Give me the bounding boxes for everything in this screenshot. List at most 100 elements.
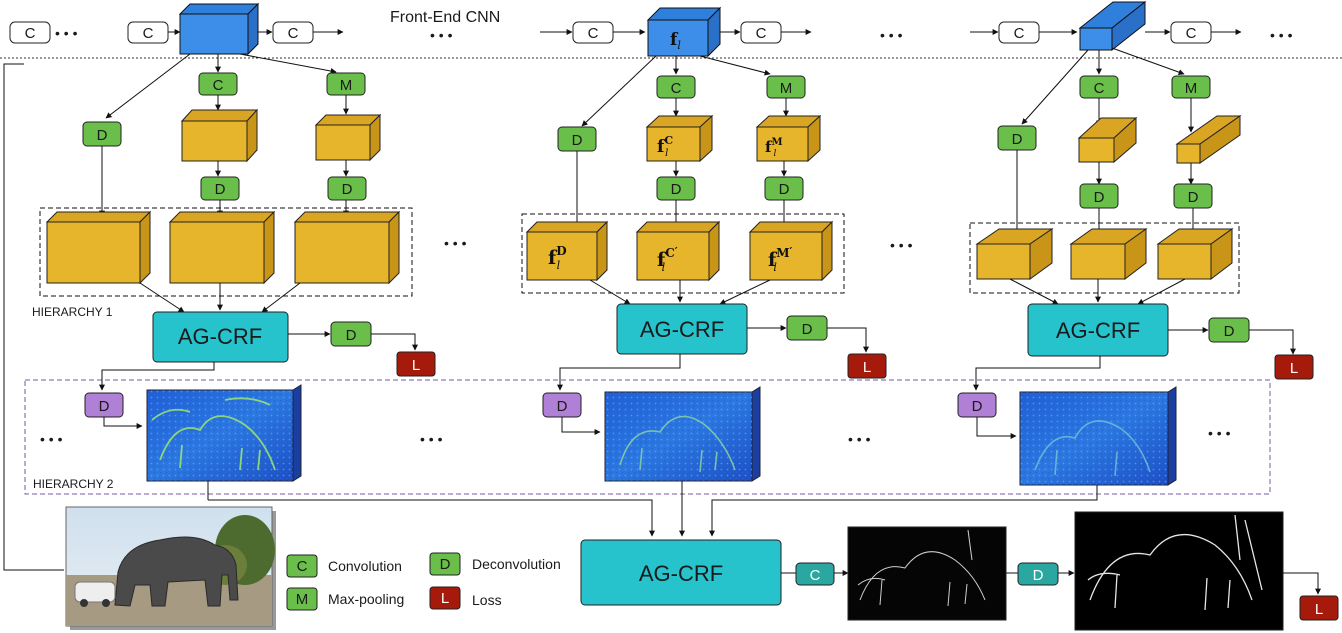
svg-text:D: D xyxy=(97,127,108,144)
hierarchy-box xyxy=(39,207,413,297)
svg-text:D: D xyxy=(342,181,353,198)
upsampled-cube xyxy=(45,210,152,285)
legend-maxpooling: M Max-pooling xyxy=(286,587,404,611)
deconv-op: D xyxy=(764,176,804,201)
loss-op: L xyxy=(1274,354,1314,380)
svg-text:C: C xyxy=(1186,25,1197,42)
svg-text:C: C xyxy=(1094,80,1105,97)
deconv-op: D xyxy=(1079,183,1119,209)
feature-cube-c xyxy=(180,108,259,163)
feature-cube-fc-prime: fC′l xyxy=(635,220,721,282)
svg-text:D: D xyxy=(1012,131,1023,148)
conv-box: C xyxy=(9,21,51,44)
svg-text:D: D xyxy=(972,398,983,415)
svg-text:D: D xyxy=(779,181,790,198)
ellipsis: • • • xyxy=(890,237,913,253)
svg-text:D: D xyxy=(1094,189,1105,206)
edge-heatmap xyxy=(1019,386,1177,486)
input-link xyxy=(3,63,64,571)
svg-text:C: C xyxy=(588,25,599,42)
edge-heatmap xyxy=(604,386,761,482)
agcrf-final-block: AG-CRF xyxy=(580,539,782,606)
conv-box: C xyxy=(572,21,614,44)
svg-text:M: M xyxy=(1185,80,1198,97)
svg-text:D: D xyxy=(802,321,813,338)
ellipsis: • • • xyxy=(55,25,78,41)
svg-text:D: D xyxy=(1033,567,1044,584)
pool-op: M xyxy=(326,72,366,96)
svg-text:AG-CRF: AG-CRF xyxy=(1056,318,1140,343)
deconv-op: D xyxy=(786,315,828,341)
deconv-op: D xyxy=(656,176,696,201)
pool-op: M xyxy=(1171,75,1211,99)
svg-text:fl: fl xyxy=(670,30,681,52)
loss-op: L xyxy=(847,353,887,379)
hierarchy-box xyxy=(521,213,845,294)
hierarchy-2: HIERARCHY 2 • • • D • • • D xyxy=(24,354,1271,500)
svg-text:L: L xyxy=(1290,360,1298,377)
hierarchy-box xyxy=(969,222,1240,294)
svg-text:fC′l: fC′l xyxy=(657,245,678,274)
svg-text:AG-CRF: AG-CRF xyxy=(178,324,262,349)
svg-text:C: C xyxy=(288,25,299,42)
legend-deconvolution: D Deconvolution xyxy=(429,552,561,576)
loss-op: L xyxy=(1299,595,1339,621)
conv-box: C xyxy=(998,21,1040,44)
feature-cube-small xyxy=(1077,116,1138,164)
svg-text:L: L xyxy=(863,359,871,376)
deconv-op: D xyxy=(200,176,240,201)
ellipsis: • • • xyxy=(1208,425,1231,441)
svg-text:L: L xyxy=(441,590,449,607)
svg-text:L: L xyxy=(412,357,420,374)
deconv-op: D xyxy=(997,125,1037,151)
column-1: C M D D D xyxy=(32,53,436,377)
svg-text:D: D xyxy=(557,398,568,415)
svg-text:Max-pooling: Max-pooling xyxy=(328,591,404,607)
deconv-op-teal: D xyxy=(1017,562,1059,586)
deconv-op-purple: D xyxy=(542,392,582,418)
conv-op: C xyxy=(198,72,238,96)
agcrf-block: AG-CRF xyxy=(152,311,289,363)
feature-cube-m xyxy=(314,113,382,162)
front-end-cnn-row: Front-End CNN C • • • C C • • • C xyxy=(0,0,1342,59)
feature-cube-small xyxy=(1175,115,1242,164)
conv-box: C xyxy=(272,21,314,44)
upsampled-cube xyxy=(1156,228,1234,281)
svg-text:D: D xyxy=(1188,189,1199,206)
deconv-op: D xyxy=(1208,317,1250,343)
svg-text:D: D xyxy=(1224,323,1235,340)
upsampled-cube xyxy=(293,210,401,285)
conv-op: C xyxy=(1079,75,1119,99)
hierarchy-2-box xyxy=(24,379,1271,495)
upsampled-cube xyxy=(1069,228,1148,281)
loss-op: L xyxy=(396,351,436,377)
svg-text:C: C xyxy=(810,567,821,584)
ellipsis: • • • xyxy=(848,431,871,447)
svg-text:D: D xyxy=(99,398,110,415)
svg-text:L: L xyxy=(1315,601,1323,618)
svg-text:C: C xyxy=(25,25,36,42)
deconv-op: D xyxy=(557,126,597,152)
ellipsis: • • • xyxy=(420,431,443,447)
deconv-op: D xyxy=(82,121,122,147)
svg-text:AG-CRF: AG-CRF xyxy=(639,561,723,586)
svg-text:fMl: fMl xyxy=(765,137,783,159)
conv-op: C xyxy=(656,75,696,99)
ellipsis: • • • xyxy=(880,27,903,43)
agcrf-block: AG-CRF xyxy=(1027,303,1169,357)
cnn-feature-block-fl: fl xyxy=(646,6,722,58)
deconv-op-purple: D xyxy=(957,392,997,418)
ellipsis: • • • xyxy=(430,27,453,43)
svg-text:C: C xyxy=(1014,25,1025,42)
front-end-cnn-title: Front-End CNN xyxy=(390,9,500,26)
edge-map-final xyxy=(1074,511,1284,631)
hierarchy-1-label: HIERARCHY 1 xyxy=(32,305,113,319)
svg-text:Deconvolution: Deconvolution xyxy=(472,556,561,572)
svg-text:D: D xyxy=(346,327,357,344)
hierarchy-2-label: HIERARCHY 2 xyxy=(33,477,114,491)
svg-text:fCl: fCl xyxy=(657,134,673,159)
svg-text:fDl: fDl xyxy=(548,244,567,272)
